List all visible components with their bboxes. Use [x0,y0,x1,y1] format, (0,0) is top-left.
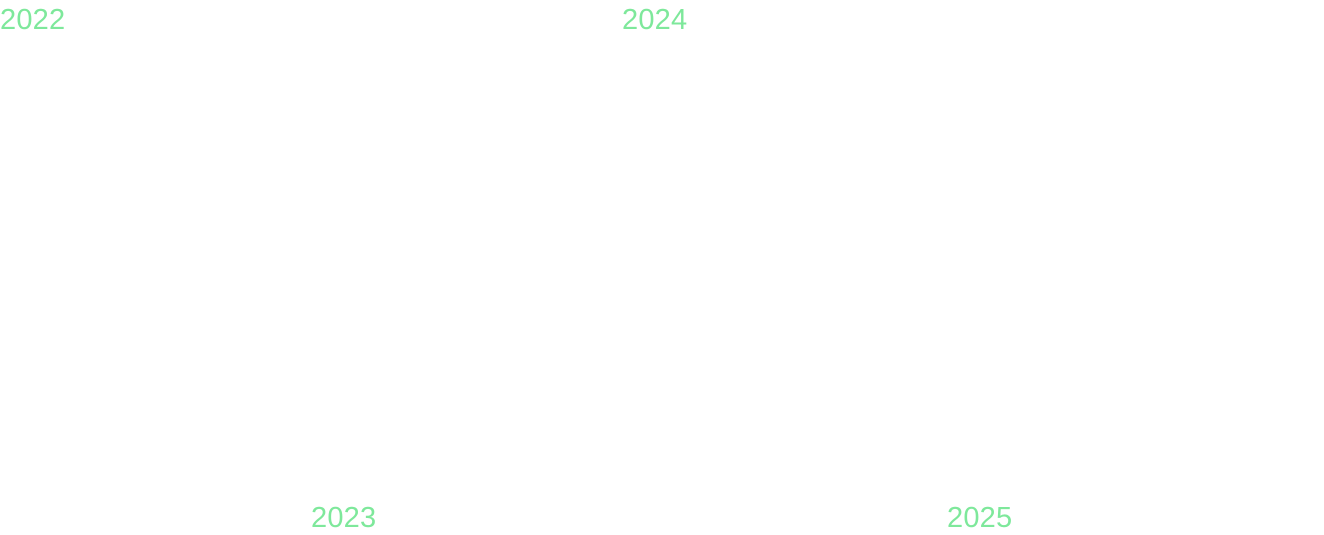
year-label-2024: 2024 [622,4,688,36]
year-label-2023: 2023 [311,502,377,534]
year-label-2025: 2025 [947,502,1013,534]
year-label-2022: 2022 [0,4,66,36]
